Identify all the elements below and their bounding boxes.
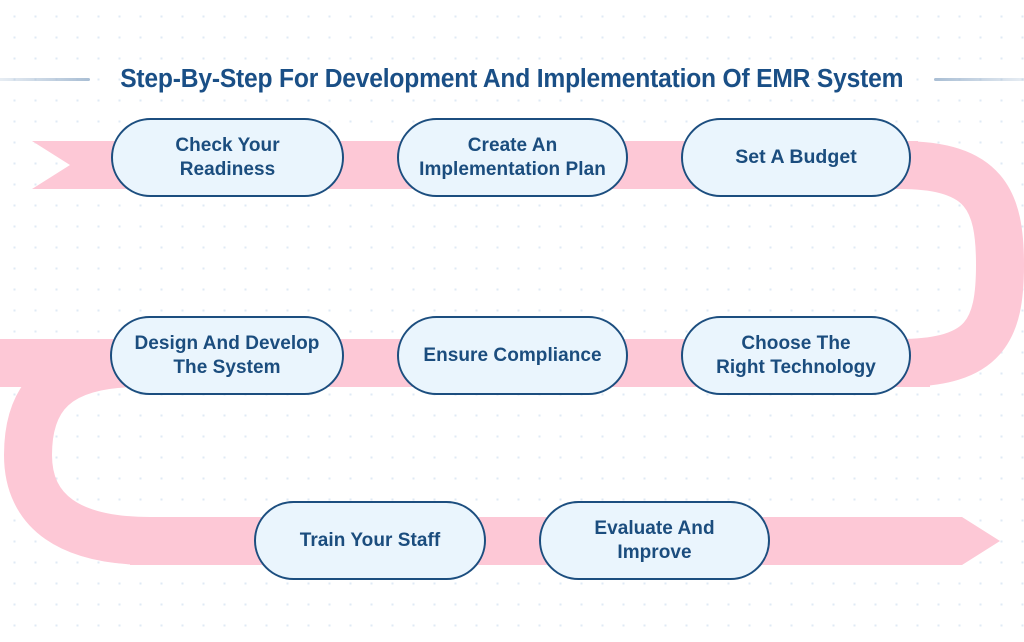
- step-pill-label: Set A Budget: [735, 146, 857, 169]
- step-pill-label: Ensure Compliance: [423, 344, 602, 366]
- ribbon-arrowhead-end: [930, 517, 1000, 565]
- title-row: Step-By-Step For Development And Impleme…: [0, 60, 1024, 98]
- step-pill-train-your-staff[interactable]: Train Your Staff: [254, 501, 486, 580]
- step-pill-label: Train Your Staff: [299, 529, 441, 551]
- step-pill-label: Choose The Right Technology: [716, 332, 876, 378]
- step-pill-check-your-readiness[interactable]: Check Your Readiness: [111, 118, 344, 197]
- step-pill-choose-the-right-technology[interactable]: Choose The Right Technology: [681, 316, 911, 395]
- ribbon-left-uturn: [3, 339, 151, 565]
- title-rule-right: [933, 77, 1024, 81]
- step-pill-label: Design And Develop The System: [134, 332, 320, 378]
- step-pill-design-and-develop-the-system[interactable]: Design And Develop The System: [110, 316, 344, 395]
- step-pill-label: Check Your Readiness: [175, 134, 280, 180]
- ribbon-tail-start: [32, 141, 130, 189]
- step-pill-label: Evaluate And Improve: [594, 517, 715, 563]
- step-pill-create-an-implementation-plan[interactable]: Create An Implementation Plan: [397, 118, 628, 197]
- title-rule-left: [0, 77, 91, 81]
- step-pill-ensure-compliance[interactable]: Ensure Compliance: [397, 316, 628, 395]
- step-pill-set-a-budget[interactable]: Set A Budget: [681, 118, 911, 197]
- ribbon-right-uturn: [899, 141, 1024, 387]
- step-pill-evaluate-and-improve[interactable]: Evaluate And Improve: [539, 501, 770, 580]
- page-title: Step-By-Step For Development And Impleme…: [120, 64, 904, 93]
- step-pill-label: Create An Implementation Plan: [419, 134, 606, 180]
